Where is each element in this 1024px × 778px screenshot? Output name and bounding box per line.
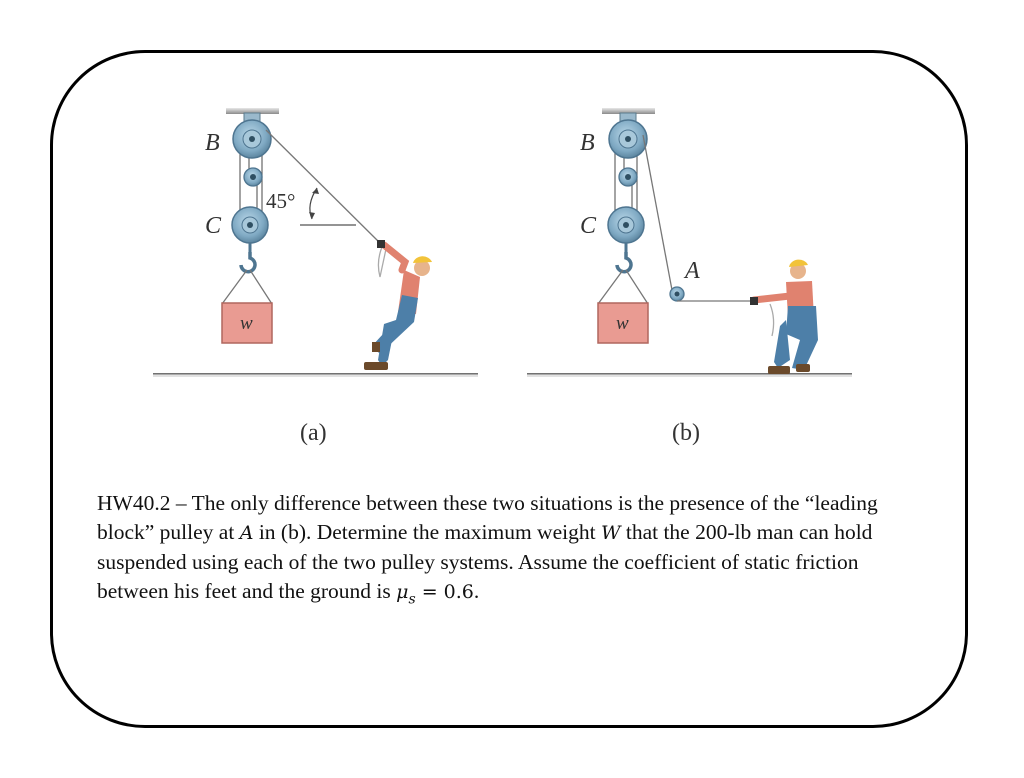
hook-icon [239,252,257,274]
rope-a [265,129,381,244]
problem-end: . [473,579,480,603]
problem-text-1: The only difference between these two si… [97,491,878,544]
pulley-c-b [607,206,645,252]
pulley-a-b [669,286,685,302]
weight-box-a [221,302,273,344]
problem-dash: – [170,491,192,515]
pulley-c-a [231,206,269,252]
rounded-border-frame [50,50,968,728]
variable-mu-subscript: s [408,591,416,608]
weight-label-a: w [240,313,253,334]
hook-icon [615,252,633,274]
problem-text-2: in (b). Determine the maximum weight [253,520,601,544]
problem-id: HW40.2 [97,491,171,515]
caption-a: (a) [300,420,327,446]
label-c-a: C [205,213,222,239]
figure-a: w 45° B C [153,108,478,446]
pulley-b-b [608,112,648,159]
angle-label: 45° [266,189,295,213]
pulley-middle-a [243,167,263,187]
ceiling-support-b [602,108,655,114]
pulley-b-a [232,112,272,159]
caption-b: (b) [672,420,700,446]
variable-mu: μ [396,581,409,603]
man-figure-b [750,259,818,374]
weight-label-b: w [616,313,629,334]
label-a-b: A [683,258,700,284]
label-c-b: C [580,213,597,239]
friction-value: = 0.6 [415,581,474,603]
label-b-a: B [205,130,220,156]
ceiling-support-a [226,108,279,114]
pulley-middle-b [618,167,638,187]
man-figure-a [364,240,432,370]
figure-b: w B C A (b) [527,108,852,446]
label-b-b: B [580,130,595,156]
variable-w: W [600,522,621,544]
rope-b-vertical [642,134,673,291]
variable-a: A [239,522,254,544]
problem-text-3: that the 200-lb man can hold suspended u… [97,520,873,603]
weight-box-b [597,302,649,344]
problem-statement: HW40.2 – The only difference between the… [97,489,927,614]
